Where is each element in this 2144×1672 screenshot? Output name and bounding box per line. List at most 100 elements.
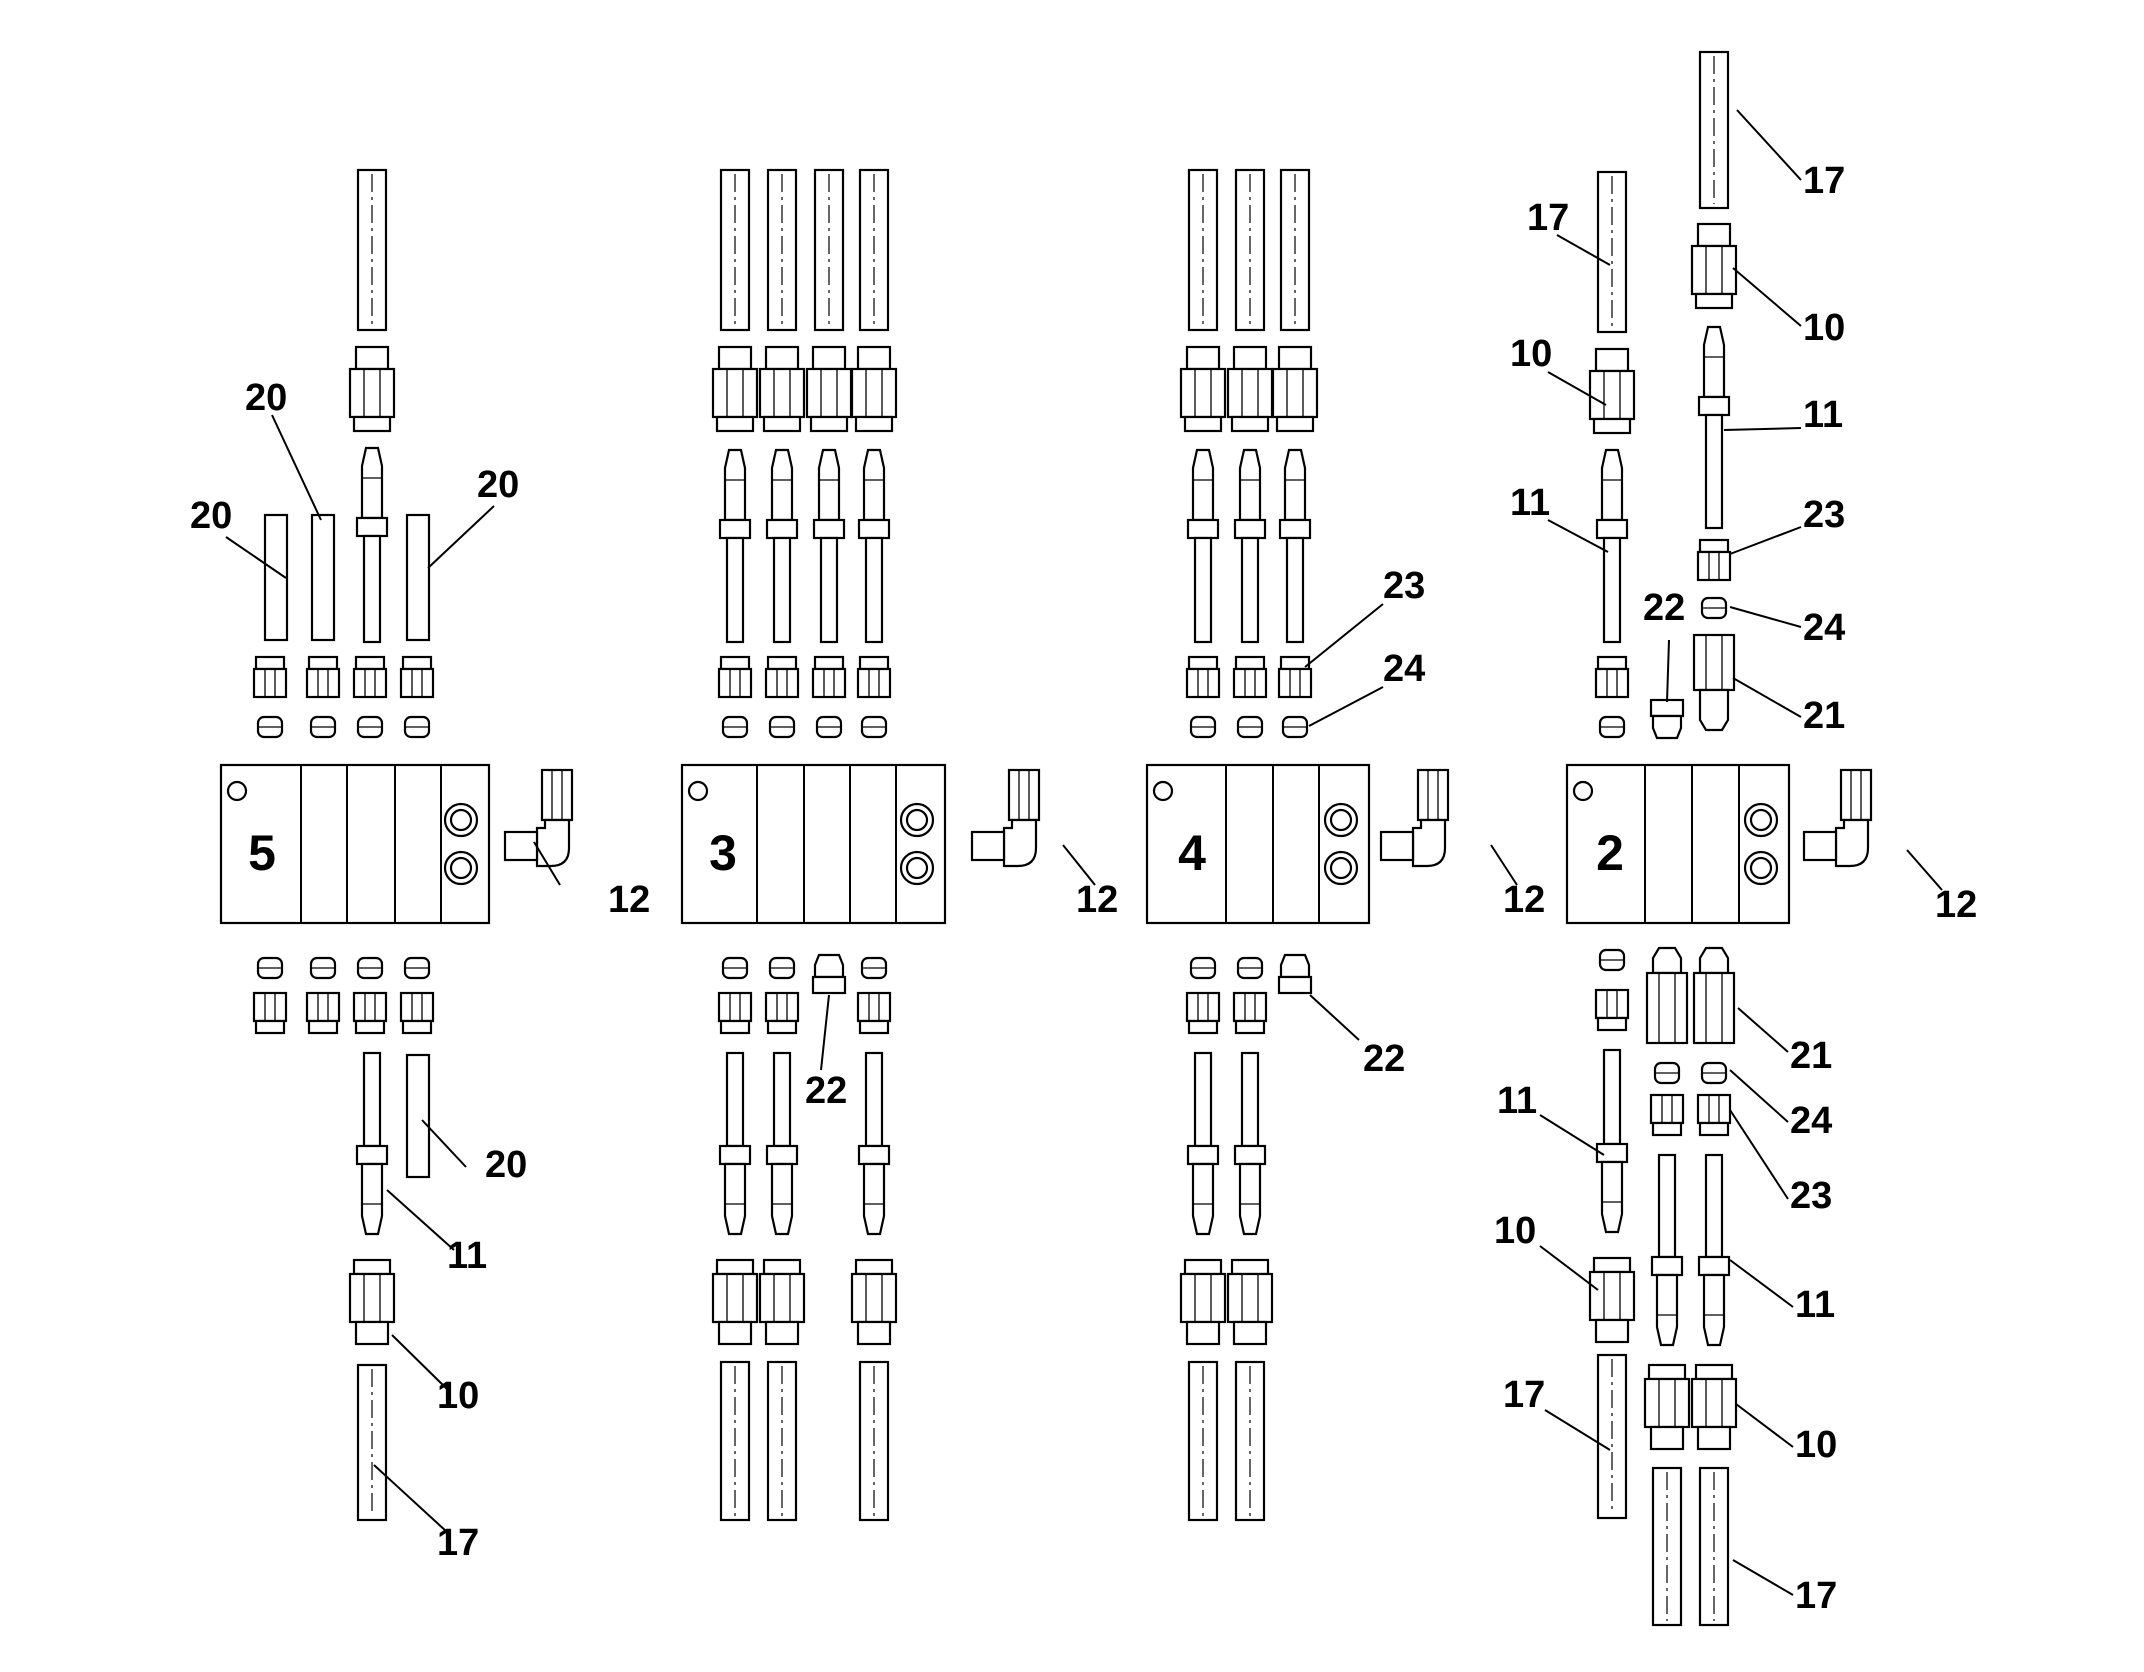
tube-17 [858, 168, 890, 332]
coupling-tip [1698, 946, 1730, 975]
outline [1694, 292, 1734, 310]
outline [1692, 971, 1736, 1045]
outline [758, 1272, 806, 1324]
nut-23 [252, 991, 288, 1035]
outline [1179, 367, 1227, 419]
outline [252, 991, 288, 1023]
outline [718, 1144, 752, 1166]
outline [711, 1272, 759, 1324]
nipple [360, 1162, 384, 1236]
outline [764, 1320, 800, 1346]
outline [772, 536, 792, 644]
tube-17 [766, 168, 798, 332]
plug-body [1651, 714, 1683, 740]
outline [1696, 550, 1732, 582]
outline [1185, 345, 1221, 371]
outline [1285, 536, 1305, 644]
outline [812, 518, 846, 540]
outline [1647, 1363, 1687, 1381]
elbow-body [1834, 818, 1870, 868]
outline [362, 534, 382, 644]
callout-leader [1736, 109, 1802, 181]
port-inner [449, 808, 473, 832]
ring-24 [1236, 956, 1264, 980]
nut-23 [252, 655, 288, 699]
distributor-block [1565, 763, 1791, 925]
nut-23 [1594, 655, 1630, 699]
fitting-11 [1697, 1153, 1731, 1347]
outline [1234, 1019, 1266, 1035]
tube-17 [719, 1360, 751, 1522]
callout-leader [1729, 606, 1802, 628]
callout-17: 17 [1527, 197, 1569, 239]
outline [252, 667, 288, 699]
nipple [770, 448, 794, 522]
plug-22 [1649, 698, 1685, 740]
callout-12: 12 [1503, 879, 1545, 921]
ring-24 [815, 715, 843, 739]
outline [856, 667, 892, 699]
outline [401, 1019, 433, 1035]
outline [1704, 413, 1724, 530]
outline [762, 415, 802, 433]
outline [766, 655, 798, 671]
nipple [723, 1162, 747, 1236]
outline [765, 518, 799, 540]
distributor-block [1145, 763, 1371, 925]
outline [540, 768, 574, 822]
port-inner [905, 808, 929, 832]
tube-17 [766, 1360, 798, 1522]
outline [1588, 1270, 1636, 1322]
callout-24: 24 [1790, 1100, 1832, 1142]
outline [1657, 1153, 1677, 1259]
outline [717, 1320, 753, 1346]
distributor-block [680, 763, 947, 925]
callout-12: 12 [1076, 879, 1118, 921]
outline [715, 415, 755, 433]
fitting-11 [355, 446, 389, 644]
outline [1187, 655, 1219, 671]
outline [1696, 1093, 1732, 1125]
diagram-artwork [219, 50, 1943, 1627]
outline [1690, 1377, 1738, 1429]
nut-23 [764, 991, 800, 1035]
nut-23 [399, 655, 435, 699]
outline [1696, 222, 1732, 248]
nipple [1655, 1273, 1679, 1347]
callout-leader [1304, 603, 1384, 668]
coupling-tip [1651, 946, 1683, 975]
tube-17 [1187, 168, 1219, 332]
tube-17 [813, 168, 845, 332]
mounting-hole [226, 780, 248, 802]
outline [1602, 536, 1622, 644]
outline [1185, 667, 1221, 699]
coupling-21 [1645, 946, 1689, 1045]
outline [1594, 347, 1630, 373]
outline [1240, 536, 1260, 644]
elbow-12 [970, 768, 1041, 868]
tube-17 [1651, 1466, 1683, 1627]
callout-leader [373, 1464, 448, 1533]
callout-11: 11 [1497, 1080, 1537, 1122]
fitting-11 [1278, 448, 1312, 644]
block-number-3: 3 [709, 825, 737, 881]
outline [1649, 1425, 1685, 1451]
elbow-12 [1379, 768, 1450, 868]
outline [1704, 1153, 1724, 1259]
elbow-body [1002, 818, 1038, 868]
callout-leader [1490, 844, 1518, 886]
outline [1230, 1258, 1270, 1276]
elbow-body [1411, 818, 1447, 868]
fitting-11 [1233, 448, 1267, 644]
outline [1186, 518, 1220, 540]
fitting-11 [1186, 448, 1220, 644]
nut-10 [805, 345, 853, 433]
nipple [1238, 1162, 1262, 1236]
nut-10 [850, 1258, 898, 1346]
callout-leader [1539, 1245, 1599, 1291]
callout-10: 10 [1494, 1210, 1536, 1252]
nut-23 [856, 991, 892, 1035]
ring-24 [356, 956, 384, 980]
callout-leader [1735, 1403, 1794, 1448]
nipple [1283, 448, 1307, 522]
